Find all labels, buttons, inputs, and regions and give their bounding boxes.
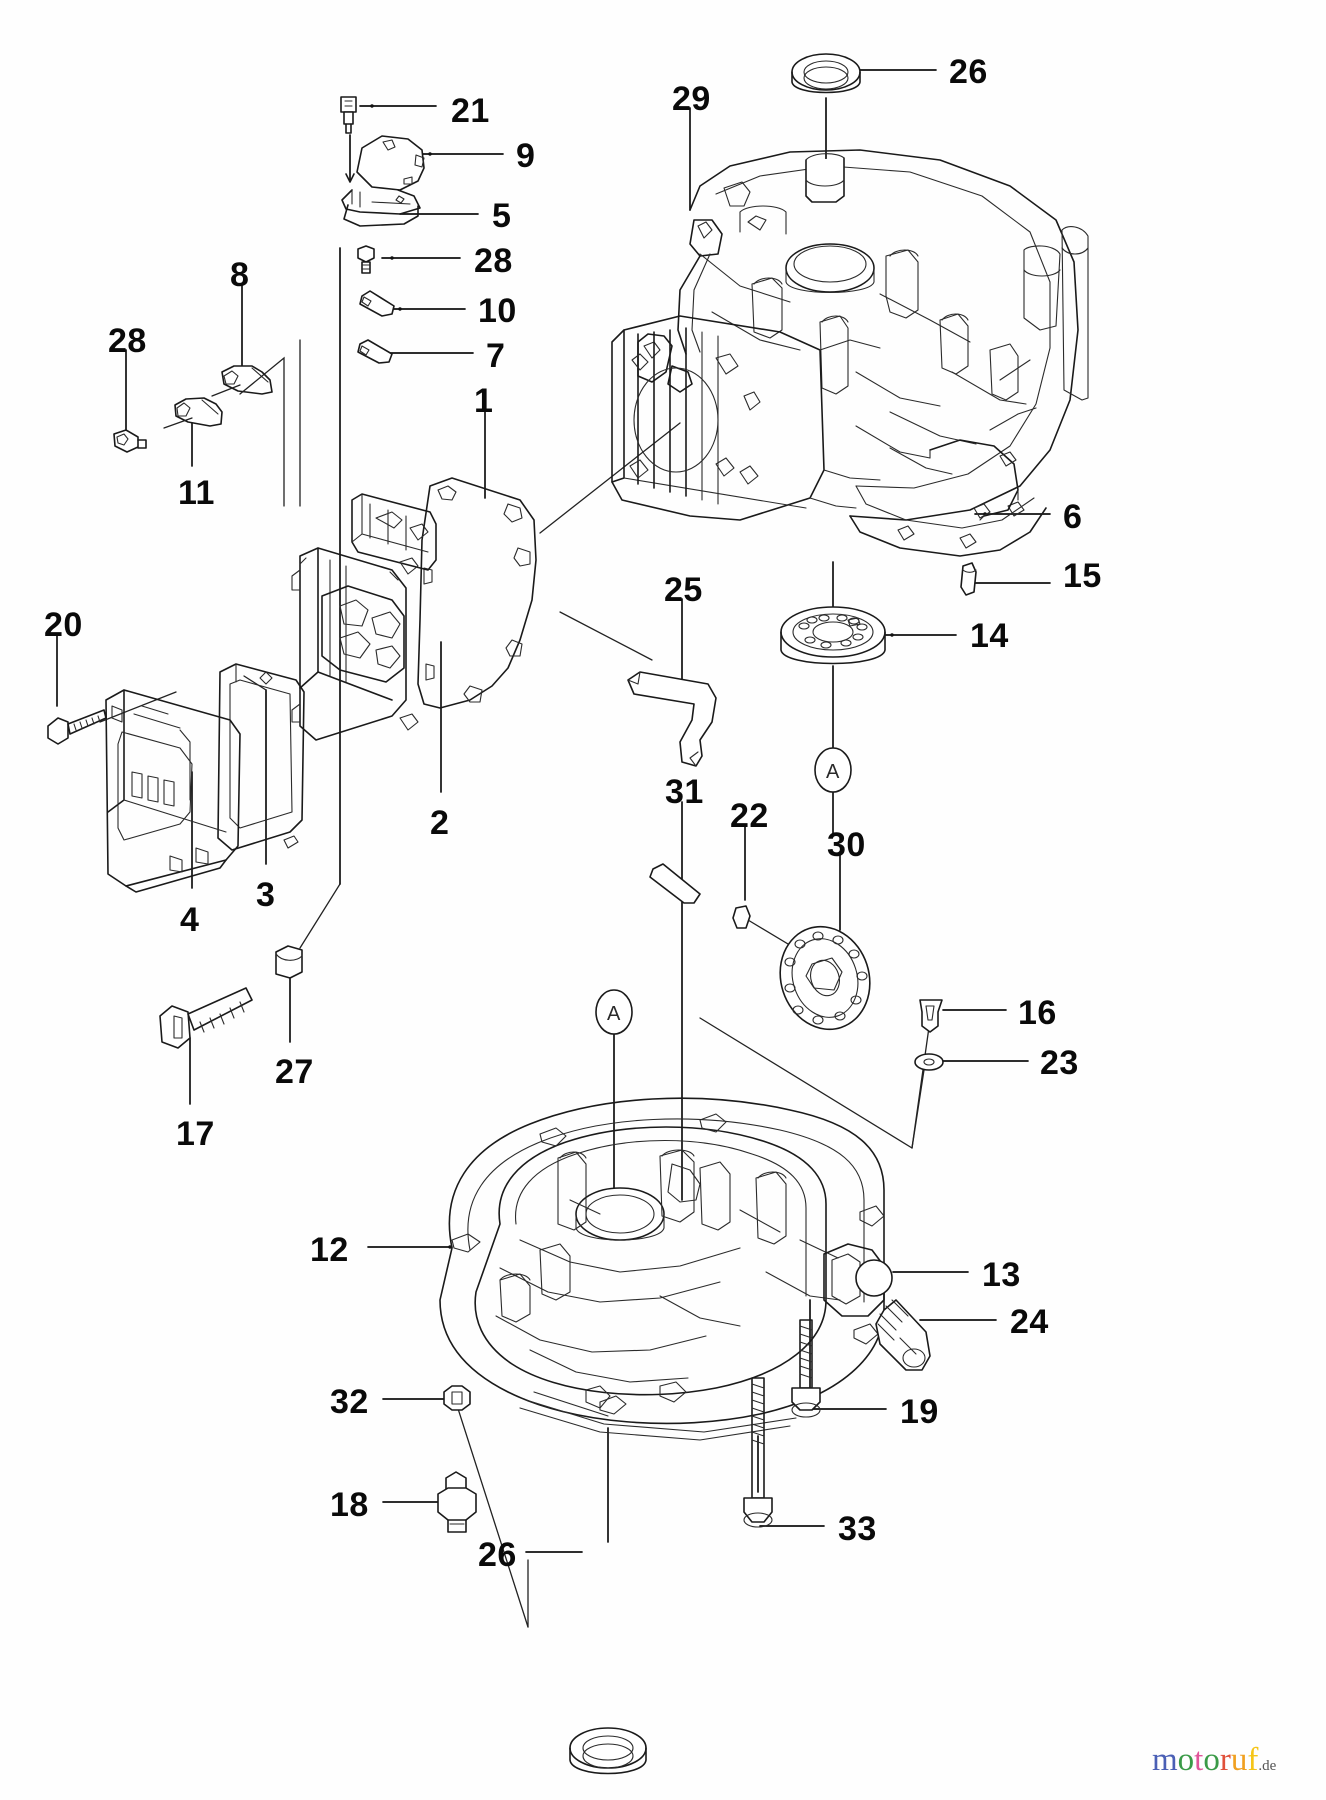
motoruf-watermark: motoruf.de [1152,1744,1276,1777]
watermark-letter-m: m [1152,1742,1178,1778]
callout-6[interactable]: 6 [1063,498,1083,536]
part-10-pin [359,290,395,317]
part-26-top-oil-seal [791,53,861,94]
callout-10[interactable]: 10 [478,292,517,330]
part-21-bolt [340,96,357,134]
watermark-letter-u: u [1230,1742,1248,1778]
part-9-assembly [341,134,425,227]
callout-17[interactable]: 17 [176,1115,215,1153]
part-28-upper-bolt [357,245,375,274]
callout-9[interactable]: 9 [516,137,536,175]
part-20-screw [47,709,107,745]
callout-14[interactable]: 14 [970,617,1009,655]
callout-26-bottom[interactable]: 26 [478,1536,517,1574]
part-31-dowel-pin [649,863,701,904]
part-16-retainer-clip [919,999,943,1033]
callout-13[interactable]: 13 [982,1256,1021,1294]
part-22-key [732,905,751,929]
callout-25[interactable]: 25 [664,571,703,609]
callout-16[interactable]: 16 [1018,994,1057,1032]
part-28-lower-bolt [113,429,147,453]
callout-8[interactable]: 8 [230,256,250,294]
part-2-cylinder-head [291,493,437,741]
reference-marker-circles [595,747,852,1035]
watermark-letter-r: r [1219,1742,1231,1778]
watermark-domain-suffix: .de [1258,1758,1277,1774]
part-33-long-screw [743,1377,773,1528]
part-29-crankcase-cylinder [611,149,1089,557]
callout-11[interactable]: 11 [178,474,215,512]
callout-18[interactable]: 18 [330,1486,369,1524]
callout-28-upper[interactable]: 28 [474,242,513,280]
callout-24[interactable]: 24 [1010,1303,1049,1341]
part-32-nut [443,1385,471,1411]
callout-32[interactable]: 32 [330,1383,369,1421]
callout-1[interactable]: 1 [474,382,494,420]
callout-27[interactable]: 27 [275,1053,314,1091]
callout-15[interactable]: 15 [1063,557,1102,595]
callout-30[interactable]: 30 [827,826,866,864]
part-13-steel-ball [855,1259,893,1297]
callout-12[interactable]: 12 [310,1231,349,1269]
part-12-oil-pan [439,1097,885,1441]
watermark-letter-t: t [1194,1742,1204,1778]
callout-7[interactable]: 7 [486,337,506,375]
part-4-valve-cover [105,689,241,893]
part-6-gasket [929,439,1019,521]
callout-22[interactable]: 22 [730,797,769,835]
part-17-hex-bolt [159,987,253,1049]
callout-33[interactable]: 33 [838,1510,877,1548]
watermark-letter-o2: o [1203,1742,1220,1778]
part-30-governor-gear [779,925,871,1031]
part-8-rocker-arm [211,365,273,397]
part-27-plug [275,945,303,979]
watermark-letter-o1: o [1177,1742,1195,1778]
part-23-washer [914,1053,944,1071]
callout-20[interactable]: 20 [44,606,83,644]
part-1-head-gasket [417,477,537,709]
callout-2[interactable]: 2 [430,804,450,842]
callout-28-lower[interactable]: 28 [108,322,147,360]
callout-3[interactable]: 3 [256,876,276,914]
part-14-ball-bearing [780,606,886,665]
callout-4[interactable]: 4 [180,901,200,939]
part-7-pin [357,339,393,364]
callout-26-top[interactable]: 26 [949,53,988,91]
callout-5[interactable]: 5 [492,197,512,235]
callout-31[interactable]: 31 [665,773,704,811]
part-18-plug [437,1471,477,1533]
callout-19[interactable]: 19 [900,1393,939,1431]
part-11-rocker-arm [163,339,301,507]
part-25-breather-tube [627,671,717,767]
reference-marker-a-upper: A [826,761,840,783]
part-26-bottom-oil-seal [569,1727,647,1775]
watermark-letter-f: f [1247,1742,1259,1778]
part-3-valve-cover-gasket [217,663,305,851]
reference-marker-a-lower: A [607,1003,621,1025]
part-24-drain-plug [875,1299,931,1371]
part-15-dowel-pin [960,562,977,596]
callout-21[interactable]: 21 [451,92,490,130]
callout-23[interactable]: 23 [1040,1044,1079,1082]
part-19-screw [791,1319,821,1418]
callout-29[interactable]: 29 [672,80,711,118]
